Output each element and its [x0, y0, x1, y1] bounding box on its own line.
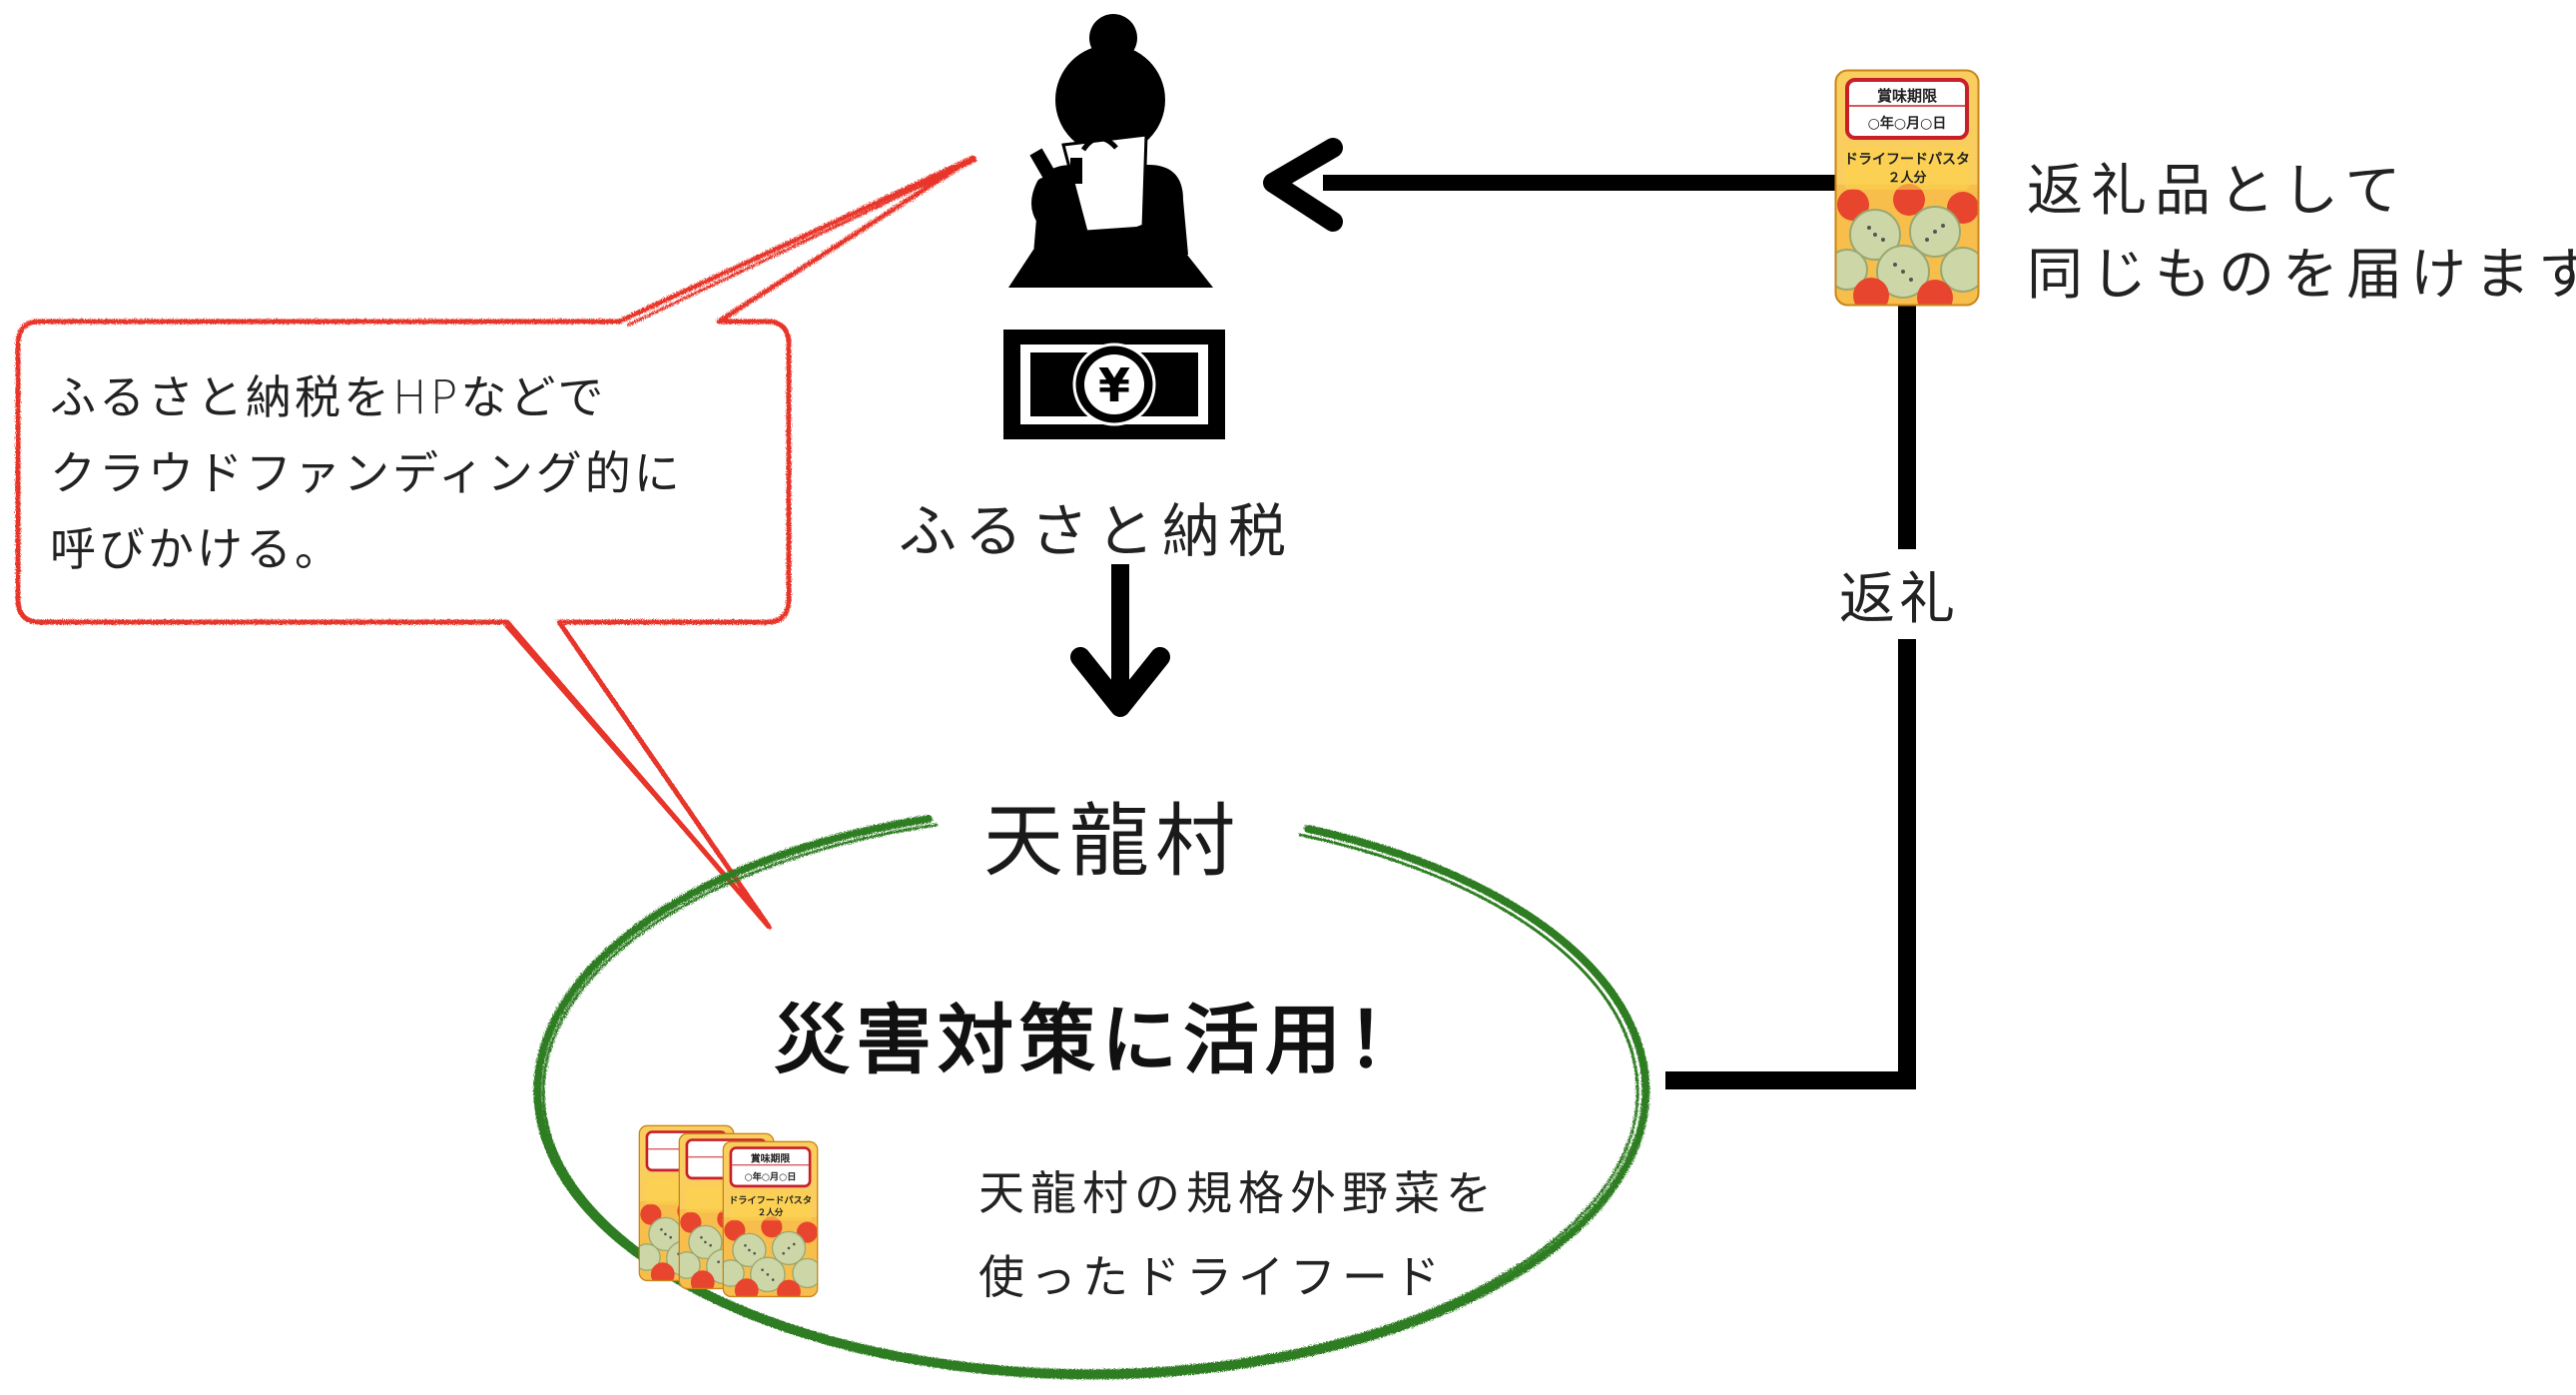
village-name: 天龍村 — [983, 795, 1241, 888]
person-with-shopping-bag-icon — [1008, 14, 1213, 288]
return-note-line: 返礼品として — [2027, 159, 2409, 224]
yen-banknote-icon: ¥ — [1003, 330, 1225, 439]
package-stack-expiry-date: ○年○月○日 — [745, 1170, 797, 1182]
down-arrow — [1070, 564, 1170, 717]
return-label: 返礼 — [1839, 567, 1959, 632]
furusato-tax-label: ふるさと納税 — [899, 497, 1295, 565]
yen-symbol: ¥ — [1098, 358, 1130, 412]
package-servings: ２人分 — [1887, 170, 1926, 186]
package-expiry-date: ○年○月○日 — [1868, 115, 1947, 132]
speech-line: クラウドファンディング的に — [50, 446, 683, 500]
product-description: 天龍村の規格外野菜を 使ったドライフード — [978, 1151, 1498, 1319]
return-connector — [1665, 305, 1916, 1089]
package-stack: 賞味期限 ○年○月○日 ドライフードパスタ ２人分 — [634, 1125, 822, 1303]
return-arrow — [1263, 138, 1835, 232]
package-stack-servings: ２人分 — [758, 1206, 784, 1218]
package-expiry-title: 賞味期限 — [1877, 87, 1937, 105]
return-note-line: 同じものを届けます — [2027, 243, 2576, 308]
description-line: 天龍村の規格外野菜を — [978, 1166, 1498, 1220]
package-stack-front: 賞味期限 ○年○月○日 ドライフードパスタ ２人分 — [718, 1141, 822, 1303]
dry-food-package-icon: 賞味期限 ○年○月○日 ドライフードパスタ ２人分 — [1827, 70, 1985, 316]
speech-line: 呼びかける。 — [50, 522, 343, 576]
return-note: 返礼品として 同じものを届けます — [2027, 150, 2576, 318]
headline: 災害対策に活用！ — [774, 996, 1429, 1084]
speech-line: ふるさと納税をHPなどで — [50, 370, 607, 424]
village-ellipse — [533, 815, 1650, 1380]
package-stack-expiry-title: 賞味期限 — [751, 1151, 791, 1164]
package-product-name: ドライフードパスタ — [1844, 152, 1970, 168]
speech-bubble-text: ふるさと納税をHPなどで クラウドファンディング的に 呼びかける。 — [50, 359, 683, 587]
description-line: 使ったドライフード — [978, 1250, 1446, 1304]
speech-bubble — [15, 155, 977, 930]
package-stack-product-name: ドライフードパスタ — [729, 1194, 812, 1206]
